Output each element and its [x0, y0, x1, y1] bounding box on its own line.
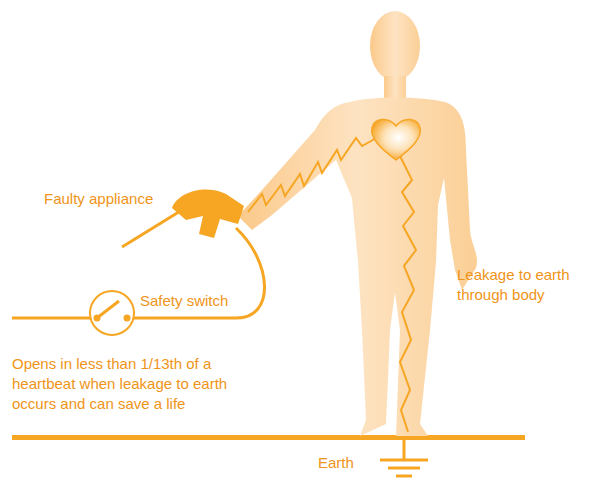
earth-symbol	[380, 438, 428, 476]
safety-switch-symbol	[90, 291, 134, 335]
leakage-path	[248, 136, 380, 212]
wire	[12, 228, 265, 318]
earth-label: Earth	[318, 453, 378, 473]
note-text: Opens in less than 1/13th of a heartbeat…	[12, 354, 260, 414]
switch-label: Safety switch	[140, 291, 260, 311]
appliance-label: Faulty appliance	[44, 189, 204, 209]
ground-line	[12, 435, 525, 440]
person-figure	[238, 11, 477, 436]
heart	[372, 119, 421, 160]
leakage-path	[400, 156, 416, 432]
leakage-label: Leakage to earth through body	[457, 265, 592, 305]
